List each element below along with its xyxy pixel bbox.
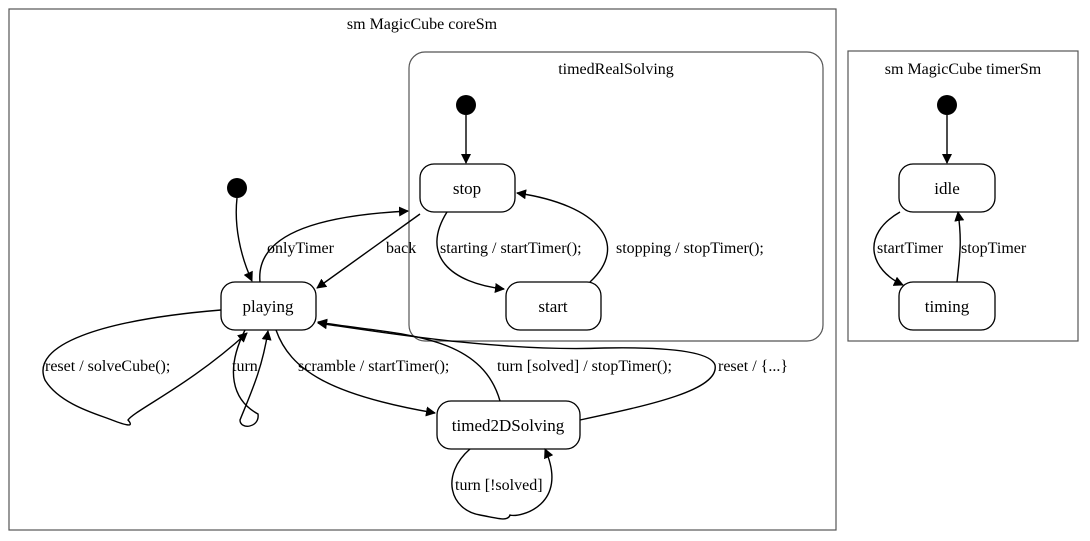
edge-playing-to-timed2d: [275, 329, 436, 417]
state-start-label: start: [538, 297, 568, 316]
label-turn: turn: [232, 358, 258, 375]
label-onlytimer: onlyTimer: [267, 240, 335, 257]
edge-timed2d-turn-self: [451, 448, 554, 520]
edge-timed2d-to-playing-solved: [317, 318, 501, 402]
state-timed2dsolving-label: timed2DSolving: [452, 416, 565, 435]
initial-node-timer: [937, 95, 957, 115]
edge-stop-to-start: [436, 211, 505, 293]
edge-idle-to-timing: [873, 211, 904, 286]
label-stop-timer: stopTimer: [961, 240, 1027, 257]
label-reset-solve: reset / solveCube();: [45, 358, 170, 375]
state-playing-label: playing: [243, 297, 294, 316]
edge-playing-to-stop-onlytimer: [259, 206, 409, 283]
initial-node-core: [227, 178, 247, 198]
state-start[interactable]: start: [505, 281, 602, 331]
state-playing[interactable]: playing: [220, 281, 317, 331]
label-back: back: [386, 240, 416, 257]
edge-playing-turn-self: [232, 329, 272, 427]
edge-playing-reset-self: [42, 309, 248, 426]
state-idle-label: idle: [934, 179, 960, 198]
edge-timing-to-idle: [954, 211, 965, 283]
composite-title: timedRealSolving: [558, 61, 674, 78]
edge-initial-to-playing: [235, 197, 253, 282]
timer-sm-title: sm MagicCube timerSm: [885, 61, 1042, 78]
state-timed2dsolving[interactable]: timed2DSolving: [436, 400, 581, 450]
initial-node-timed-real-solving: [456, 95, 476, 115]
state-timing[interactable]: timing: [898, 281, 996, 331]
core-sm-title: sm MagicCube coreSm: [347, 16, 498, 33]
edge-timed2d-to-playing-reset: [317, 319, 716, 421]
state-stop-label: stop: [453, 179, 481, 198]
edge-stop-to-playing-back: [316, 213, 421, 289]
label-scramble: scramble / startTimer();: [298, 358, 449, 375]
label-starting: starting / startTimer();: [440, 240, 582, 257]
state-timing-label: timing: [925, 297, 970, 316]
state-idle[interactable]: idle: [898, 163, 996, 213]
label-turn-solved: turn [solved] / stopTimer();: [497, 358, 672, 375]
label-start-timer: startTimer: [877, 240, 944, 257]
label-turn-not-solved: turn [!solved]: [455, 477, 543, 494]
label-reset-other: reset / {...}: [718, 358, 788, 375]
label-stopping: stopping / stopTimer();: [616, 240, 764, 257]
state-stop[interactable]: stop: [419, 163, 516, 213]
edge-start-to-stop: [516, 189, 609, 283]
composite-timed-real-solving: [408, 51, 824, 342]
